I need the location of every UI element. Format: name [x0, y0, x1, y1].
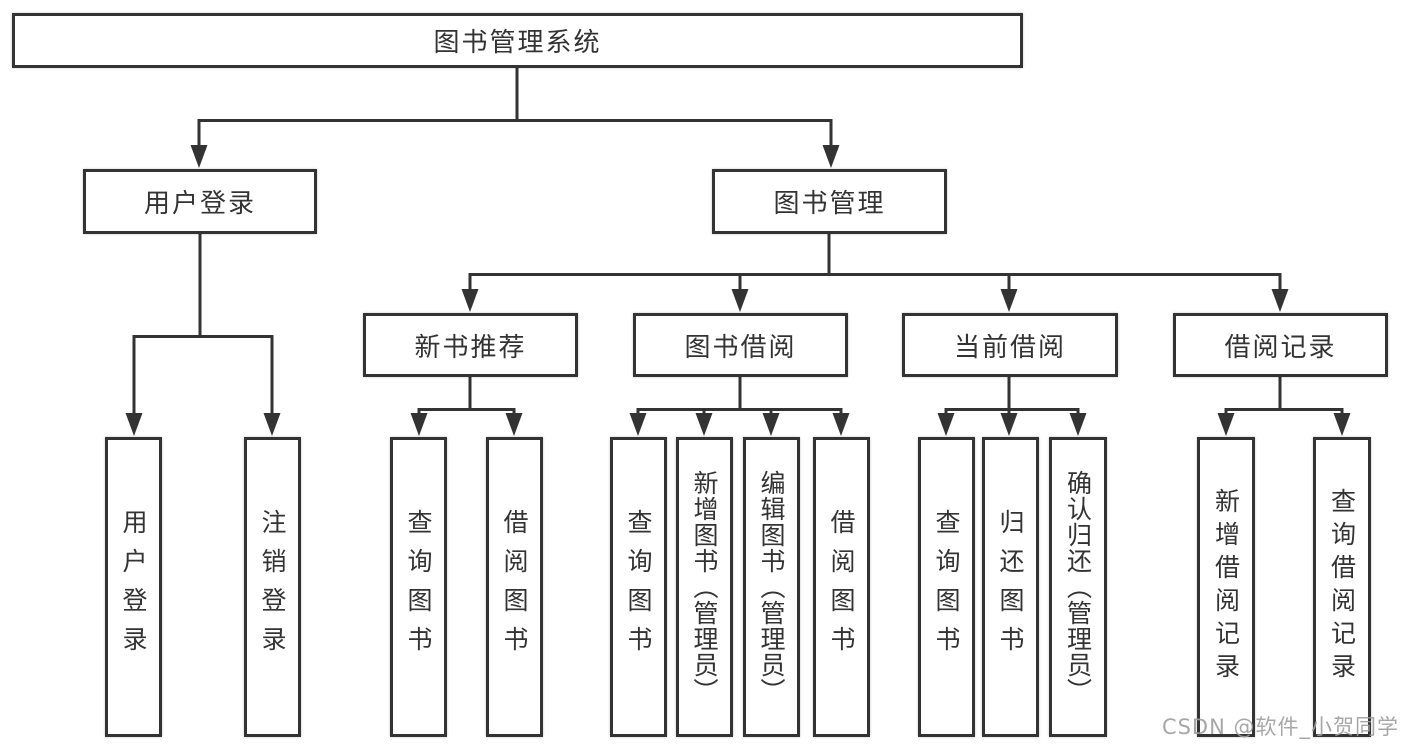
leaf-add-books-admin-label: 新增图书（管理员）: [690, 470, 719, 704]
leaf-query-borrowing-record: 查询借阅记录: [1313, 437, 1371, 737]
leaf-logout-label: 注销登录: [258, 509, 287, 665]
leaf-query-books-current-label: 查询图书: [932, 509, 961, 665]
leaf-edit-books-admin: 编辑图书（管理员）: [743, 437, 800, 737]
node-book-management-label: 图书管理: [773, 189, 886, 219]
node-book-management: 图书管理: [712, 169, 947, 234]
leaf-edit-books-admin-label: 编辑图书（管理员）: [757, 470, 786, 704]
connector-paths: [132, 68, 1344, 416]
leaf-query-books-recommend: 查询图书: [390, 437, 447, 737]
leaf-borrow-books-recommend-label: 借阅图书: [500, 509, 529, 665]
leaf-add-borrowing-record-label: 新增借阅记录: [1211, 488, 1241, 686]
leaf-query-books-current: 查询图书: [918, 437, 975, 737]
leaf-add-books-admin: 新增图书（管理员）: [676, 437, 733, 737]
node-current-borrowing: 当前借阅: [902, 313, 1118, 377]
arrowheads: [125, 145, 1351, 436]
leaf-query-borrowing-record-label: 查询借阅记录: [1327, 488, 1357, 686]
leaf-return-books-label: 归还图书: [996, 509, 1025, 665]
leaf-confirm-return-admin-label: 确认归还（管理员）: [1063, 470, 1093, 704]
node-user-login: 用户登录: [83, 169, 317, 234]
node-current-borrowing-label: 当前借阅: [953, 332, 1066, 363]
node-borrowing-records: 借阅记录: [1173, 313, 1388, 377]
node-book-borrowing-label: 图书借阅: [684, 332, 797, 363]
node-new-book-recommendation-label: 新书推荐: [414, 332, 527, 363]
csdn-watermark: CSDN @软件_小贺同学: [1161, 715, 1399, 739]
leaf-user-login-label: 用户登录: [119, 509, 148, 665]
leaf-logout: 注销登录: [244, 437, 301, 737]
node-book-borrowing: 图书借阅: [633, 313, 848, 377]
leaf-borrow-books: 借阅图书: [813, 437, 870, 737]
leaf-user-login: 用户登录: [105, 437, 162, 737]
node-borrowing-records-label: 借阅记录: [1224, 332, 1337, 363]
leaf-query-books-borrowing-label: 查询图书: [624, 509, 653, 665]
node-library-management-system-label: 图书管理系统: [433, 28, 602, 58]
leaf-borrow-books-label: 借阅图书: [827, 509, 856, 665]
node-user-login-label: 用户登录: [143, 189, 256, 219]
leaf-confirm-return-admin: 确认归还（管理员）: [1049, 437, 1107, 737]
leaf-query-books-recommend-label: 查询图书: [404, 509, 433, 665]
leaf-borrow-books-recommend: 借阅图书: [486, 437, 543, 737]
leaf-query-books-borrowing: 查询图书: [610, 437, 667, 737]
node-new-book-recommendation: 新书推荐: [363, 313, 578, 377]
leaf-add-borrowing-record: 新增借阅记录: [1197, 437, 1255, 737]
leaf-return-books: 归还图书: [982, 437, 1039, 737]
node-library-management-system: 图书管理系统: [12, 13, 1023, 68]
